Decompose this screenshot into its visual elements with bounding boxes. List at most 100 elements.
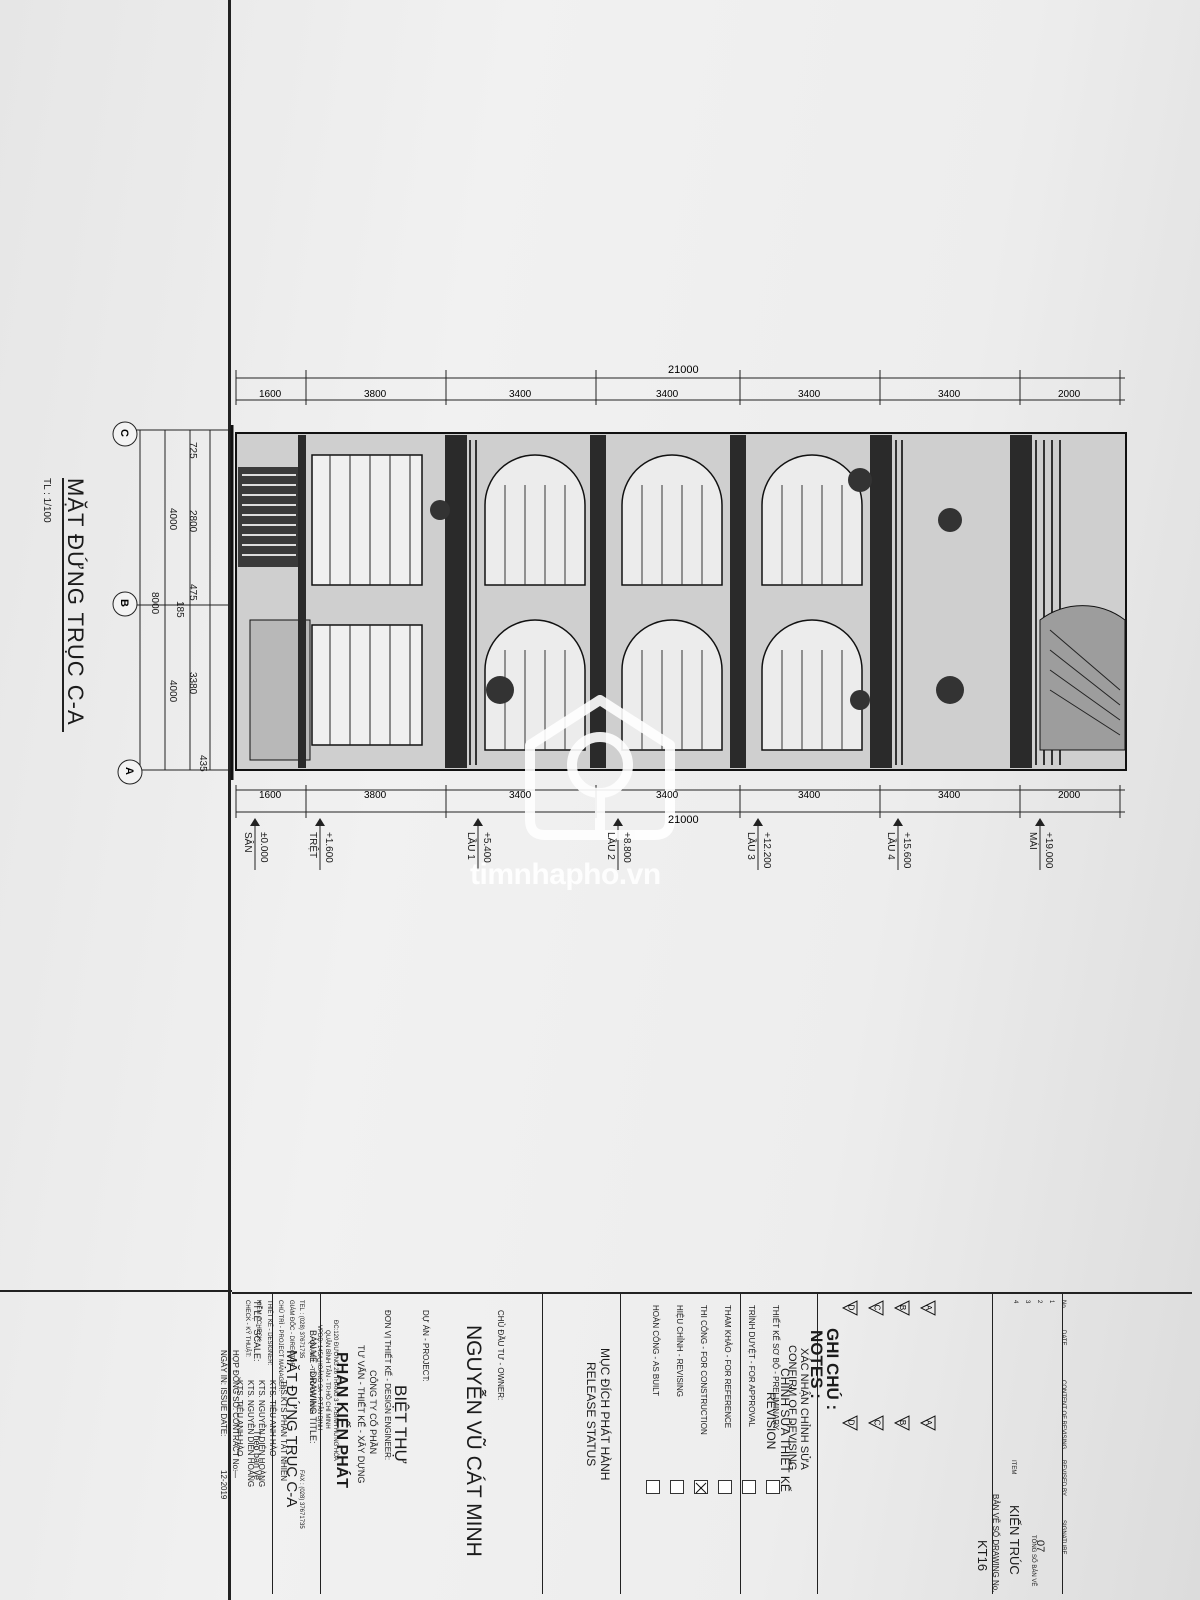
issue-date-value: 12-2019: [219, 1470, 228, 1500]
level-name-3: LẦU 2: [605, 832, 616, 860]
project-name: BIỆT THỰ: [391, 1385, 410, 1465]
release-checkbox-3[interactable]: [694, 1480, 708, 1494]
top-dim-2: 3400: [509, 389, 532, 400]
dim-4000-a: 4000: [167, 508, 178, 531]
bottom-dim-2: 3400: [509, 790, 532, 801]
level-marker: [315, 818, 325, 826]
notes-row-3: 4: [1012, 1300, 1018, 1304]
arched-window: [621, 619, 723, 751]
level-value-6: +19.000: [1043, 832, 1054, 869]
revision-mark-C-0: [867, 1300, 884, 1316]
axis-label-a: A: [122, 767, 135, 775]
dim-185: 185: [174, 601, 185, 618]
revision-mark-A-0: [919, 1300, 936, 1316]
revision-mark-B-1: [893, 1415, 910, 1431]
top-dim-5: 3400: [938, 389, 961, 400]
notes-row-2: 3: [1024, 1300, 1030, 1304]
top-total-dim: 21000: [668, 364, 699, 376]
level-marker: [613, 818, 623, 826]
notes-confirm: XÁC NHẬN CHỈNH SỬA: [798, 1348, 810, 1470]
revision-mark-A-1: [919, 1415, 936, 1431]
notes-header-0: No.: [1060, 1300, 1066, 1310]
revision-mark-letter: B: [898, 1304, 908, 1311]
level-name-5: LẦU 4: [885, 832, 896, 860]
revision-mark-D-0: [841, 1300, 858, 1316]
contract-value: —: [231, 1470, 240, 1478]
address-line-1: ĐC:120 ĐƯỜNG 26 THÁNG 3 - P.BÌNH HƯNG HÒ…: [332, 1320, 338, 1461]
staff-role-4: CHECK - KỸ THUẬT:: [244, 1300, 250, 1357]
notes-header-4: SIGNATURE: [1060, 1520, 1066, 1555]
bottom-dim-3: 3400: [656, 790, 679, 801]
release-item-3: THI CÔNG - FOR CONSTRUCTION: [699, 1305, 708, 1435]
top-dimension-line: [236, 377, 1125, 401]
tel: TEL : (028) 37671735: [298, 1300, 304, 1359]
release-checkbox-5[interactable]: [646, 1480, 660, 1494]
release-item-4: HIỆU CHỈNH - REVISING: [675, 1305, 684, 1398]
notes-row-0: 1: [1048, 1300, 1054, 1304]
level-marker: [753, 818, 763, 826]
revision-mark-letter: B: [898, 1419, 908, 1426]
revision-mark-B-0: [893, 1300, 910, 1316]
project-label: DỰ ÁN - PROJECT:: [421, 1310, 430, 1382]
arched-window: [761, 454, 863, 586]
sheet-border-left: [228, 0, 231, 1600]
drawing-no-label: BẢN VẼ SỐ DRAWING No.: [991, 1494, 1000, 1593]
notes-header-2: CONTENT OF REVISING: [1060, 1380, 1066, 1450]
company-line-1: CÔNG TY CỔ PHẦN: [368, 1370, 378, 1455]
dim-435: 435: [197, 755, 208, 772]
revision-mark-letter: D: [846, 1304, 856, 1311]
level-name-2: LẦU 1: [465, 832, 476, 860]
release-checkbox-2[interactable]: [718, 1480, 732, 1494]
level-name-1: TRỆT: [307, 832, 318, 859]
dim-2800: 2800: [187, 510, 198, 533]
dimension-ticks: [235, 370, 1121, 818]
revision-mark-letter: C: [872, 1304, 882, 1311]
top-dim-0: 1600: [259, 389, 282, 400]
arched-window: [484, 454, 586, 586]
axis-bubble-a: [117, 759, 143, 785]
level-markers: [250, 818, 1045, 870]
sheet-border-bottom-left: [0, 1290, 232, 1292]
axis-bubble-b: [112, 591, 138, 617]
staff-name-4: KTS. TIÊU ANH HÀO: [235, 1380, 244, 1457]
title-underline: [62, 478, 64, 732]
title-block: [232, 1292, 1192, 1594]
arched-window: [761, 619, 863, 751]
release-item-2: THAM KHẢO - FOR REFERENCE: [723, 1305, 732, 1429]
notes-confirm-en: CONFIRM OF DEVISING: [786, 1345, 798, 1471]
drawing-no: KT16: [975, 1540, 990, 1572]
level-marker: [893, 818, 903, 826]
bottom-dimension-line: [236, 789, 1125, 813]
release-checkbox-1[interactable]: [742, 1480, 756, 1494]
item-value: KIẾN TRÚC: [1007, 1505, 1022, 1575]
revision-title-en: REVISION: [764, 1392, 778, 1450]
staff-name-3: KTS. NGUYỄN DIÊN HOÀNG: [246, 1380, 255, 1488]
bottom-dim-0: 1600: [259, 790, 282, 801]
top-dim-1: 3800: [364, 389, 387, 400]
address-line-3: VPĐD: 145A HOÀNG SA - P.TÂN ĐỊNH: [316, 1325, 322, 1431]
level-value-3: +8.800: [621, 832, 632, 863]
dim-725: 725: [187, 442, 198, 459]
dim-4000-b: 4000: [167, 680, 178, 703]
staff-name-2: KTS. NGUYỄN DIÊN HOÀNG: [257, 1380, 266, 1488]
release-item-1: TRÌNH DUYỆT - FOR APPROVAL: [747, 1305, 756, 1427]
staff-name-1: KTS. TIÊU ANH HÀO: [268, 1380, 277, 1457]
dim-475: 475: [187, 584, 198, 601]
level-name-4: LẦU 3: [745, 832, 756, 860]
bottom-dim-6: 2000: [1058, 790, 1081, 801]
revision-mark-C-1: [867, 1415, 884, 1431]
staff-role-2: THIẾT KẾ - DESIGNER:: [266, 1300, 272, 1366]
level-name-6: MÁI: [1027, 832, 1038, 850]
release-item-5: HOÀN CÔNG - AS BUILT: [651, 1305, 660, 1396]
notes-row-1: 2: [1036, 1300, 1042, 1304]
release-checkbox-0[interactable]: [766, 1480, 780, 1494]
axis-bubble-c: [112, 421, 138, 447]
item-label: ITEM: [1010, 1460, 1016, 1475]
bottom-dim-1: 3800: [364, 790, 387, 801]
level-name-0: SÂN: [242, 832, 253, 853]
axis-label-b: B: [117, 599, 130, 607]
notes-header-3: REVISED BY: [1060, 1460, 1066, 1497]
revision-mark-letter: D: [846, 1419, 856, 1426]
release-checkbox-4[interactable]: [670, 1480, 684, 1494]
